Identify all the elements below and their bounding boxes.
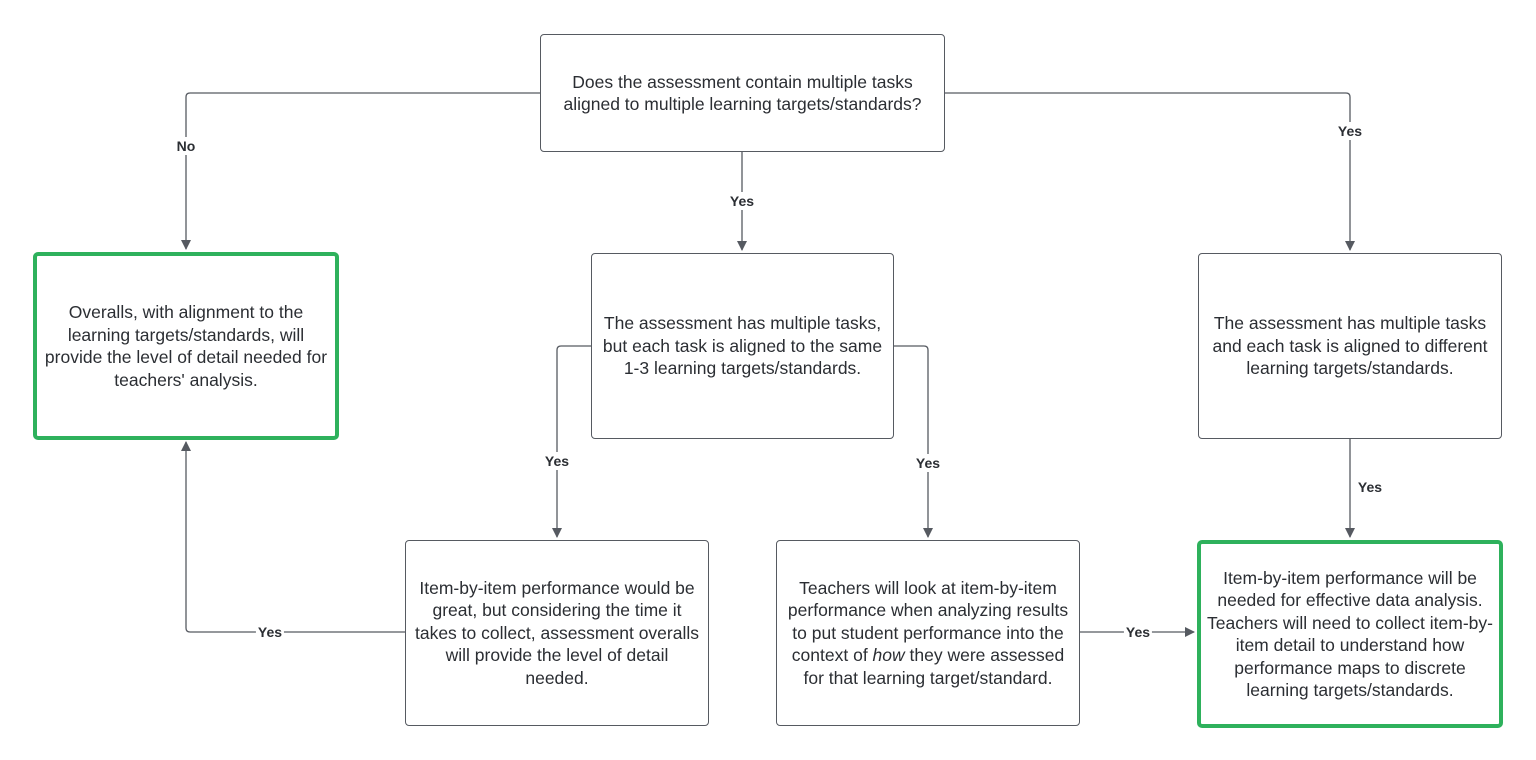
- edge-same-targets-to-item-great: [552, 345, 591, 538]
- item-needed-outcome-node: Item-by-item performance will be needed …: [1197, 540, 1503, 728]
- edge-label-yes-back-to-overalls: Yes: [255, 623, 285, 641]
- teachers-look-text: Teachers will look at item-by-item perfo…: [783, 577, 1073, 690]
- question-node: Does the assessment contain multiple tas…: [540, 34, 945, 152]
- item-great-node: Item-by-item performance would be great,…: [405, 540, 709, 726]
- different-targets-node: The assessment has multiple tasks and ea…: [1198, 253, 1502, 439]
- edge-question-to-different-targets: [945, 92, 1355, 251]
- edge-label-yes-right: Yes: [1335, 122, 1365, 140]
- overalls-text: Overalls, with alignment to the learning…: [44, 302, 328, 390]
- same-targets-text: The assessment has multiple tasks, but e…: [602, 313, 883, 379]
- edge-label-yes-center: Yes: [727, 192, 757, 210]
- different-targets-text: The assessment has multiple tasks and ea…: [1212, 313, 1488, 379]
- same-targets-node: The assessment has multiple tasks, but e…: [591, 253, 894, 439]
- edge-label-yes-to-item-needed: Yes: [1123, 623, 1153, 641]
- edge-question-to-overalls: [181, 92, 540, 250]
- item-great-text: Item-by-item performance would be great,…: [414, 577, 699, 688]
- edge-label-no: No: [174, 137, 198, 155]
- teachers-look-node: Teachers will look at item-by-item perfo…: [776, 540, 1080, 726]
- question-text: Does the assessment contain multiple tas…: [563, 71, 922, 115]
- item-needed-text: Item-by-item performance will be needed …: [1207, 567, 1493, 701]
- edge-label-yes-different: Yes: [1355, 478, 1385, 496]
- edge-label-yes-right-branch: Yes: [913, 454, 943, 472]
- edge-same-targets-to-teachers-look: [894, 345, 933, 538]
- teachers-look-emphasis: how: [872, 645, 905, 666]
- edge-label-yes-left-branch: Yes: [542, 452, 572, 470]
- teachers-look-text-part2: they were assessed for that learning tar…: [803, 645, 1065, 688]
- overalls-outcome-node: Overalls, with alignment to the learning…: [33, 252, 339, 440]
- edge-item-great-to-overalls: [181, 441, 405, 633]
- teachers-look-text-part1: Teachers will look at item-by-item perfo…: [787, 577, 1069, 666]
